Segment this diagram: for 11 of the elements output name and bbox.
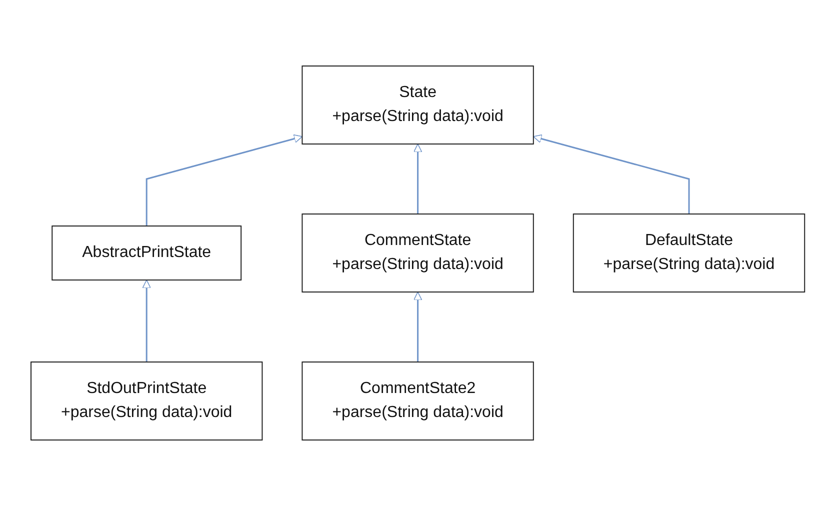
arrow [146,134,302,226]
node-box: StdOutPrintState +parse(String data):void [30,362,262,440]
arrow [413,292,422,362]
node-box: State +parse(String data):void [301,66,534,144]
node-box: CommentState +parse(String data):void [301,214,534,292]
arrow [413,144,422,214]
node-box: DefaultState +parse(String data):void [572,214,805,292]
node-box: AbstractPrintState [51,226,242,280]
node-box: CommentState2 +parse(String data):void [301,362,534,440]
arrow [532,134,690,214]
arrow [142,280,151,362]
